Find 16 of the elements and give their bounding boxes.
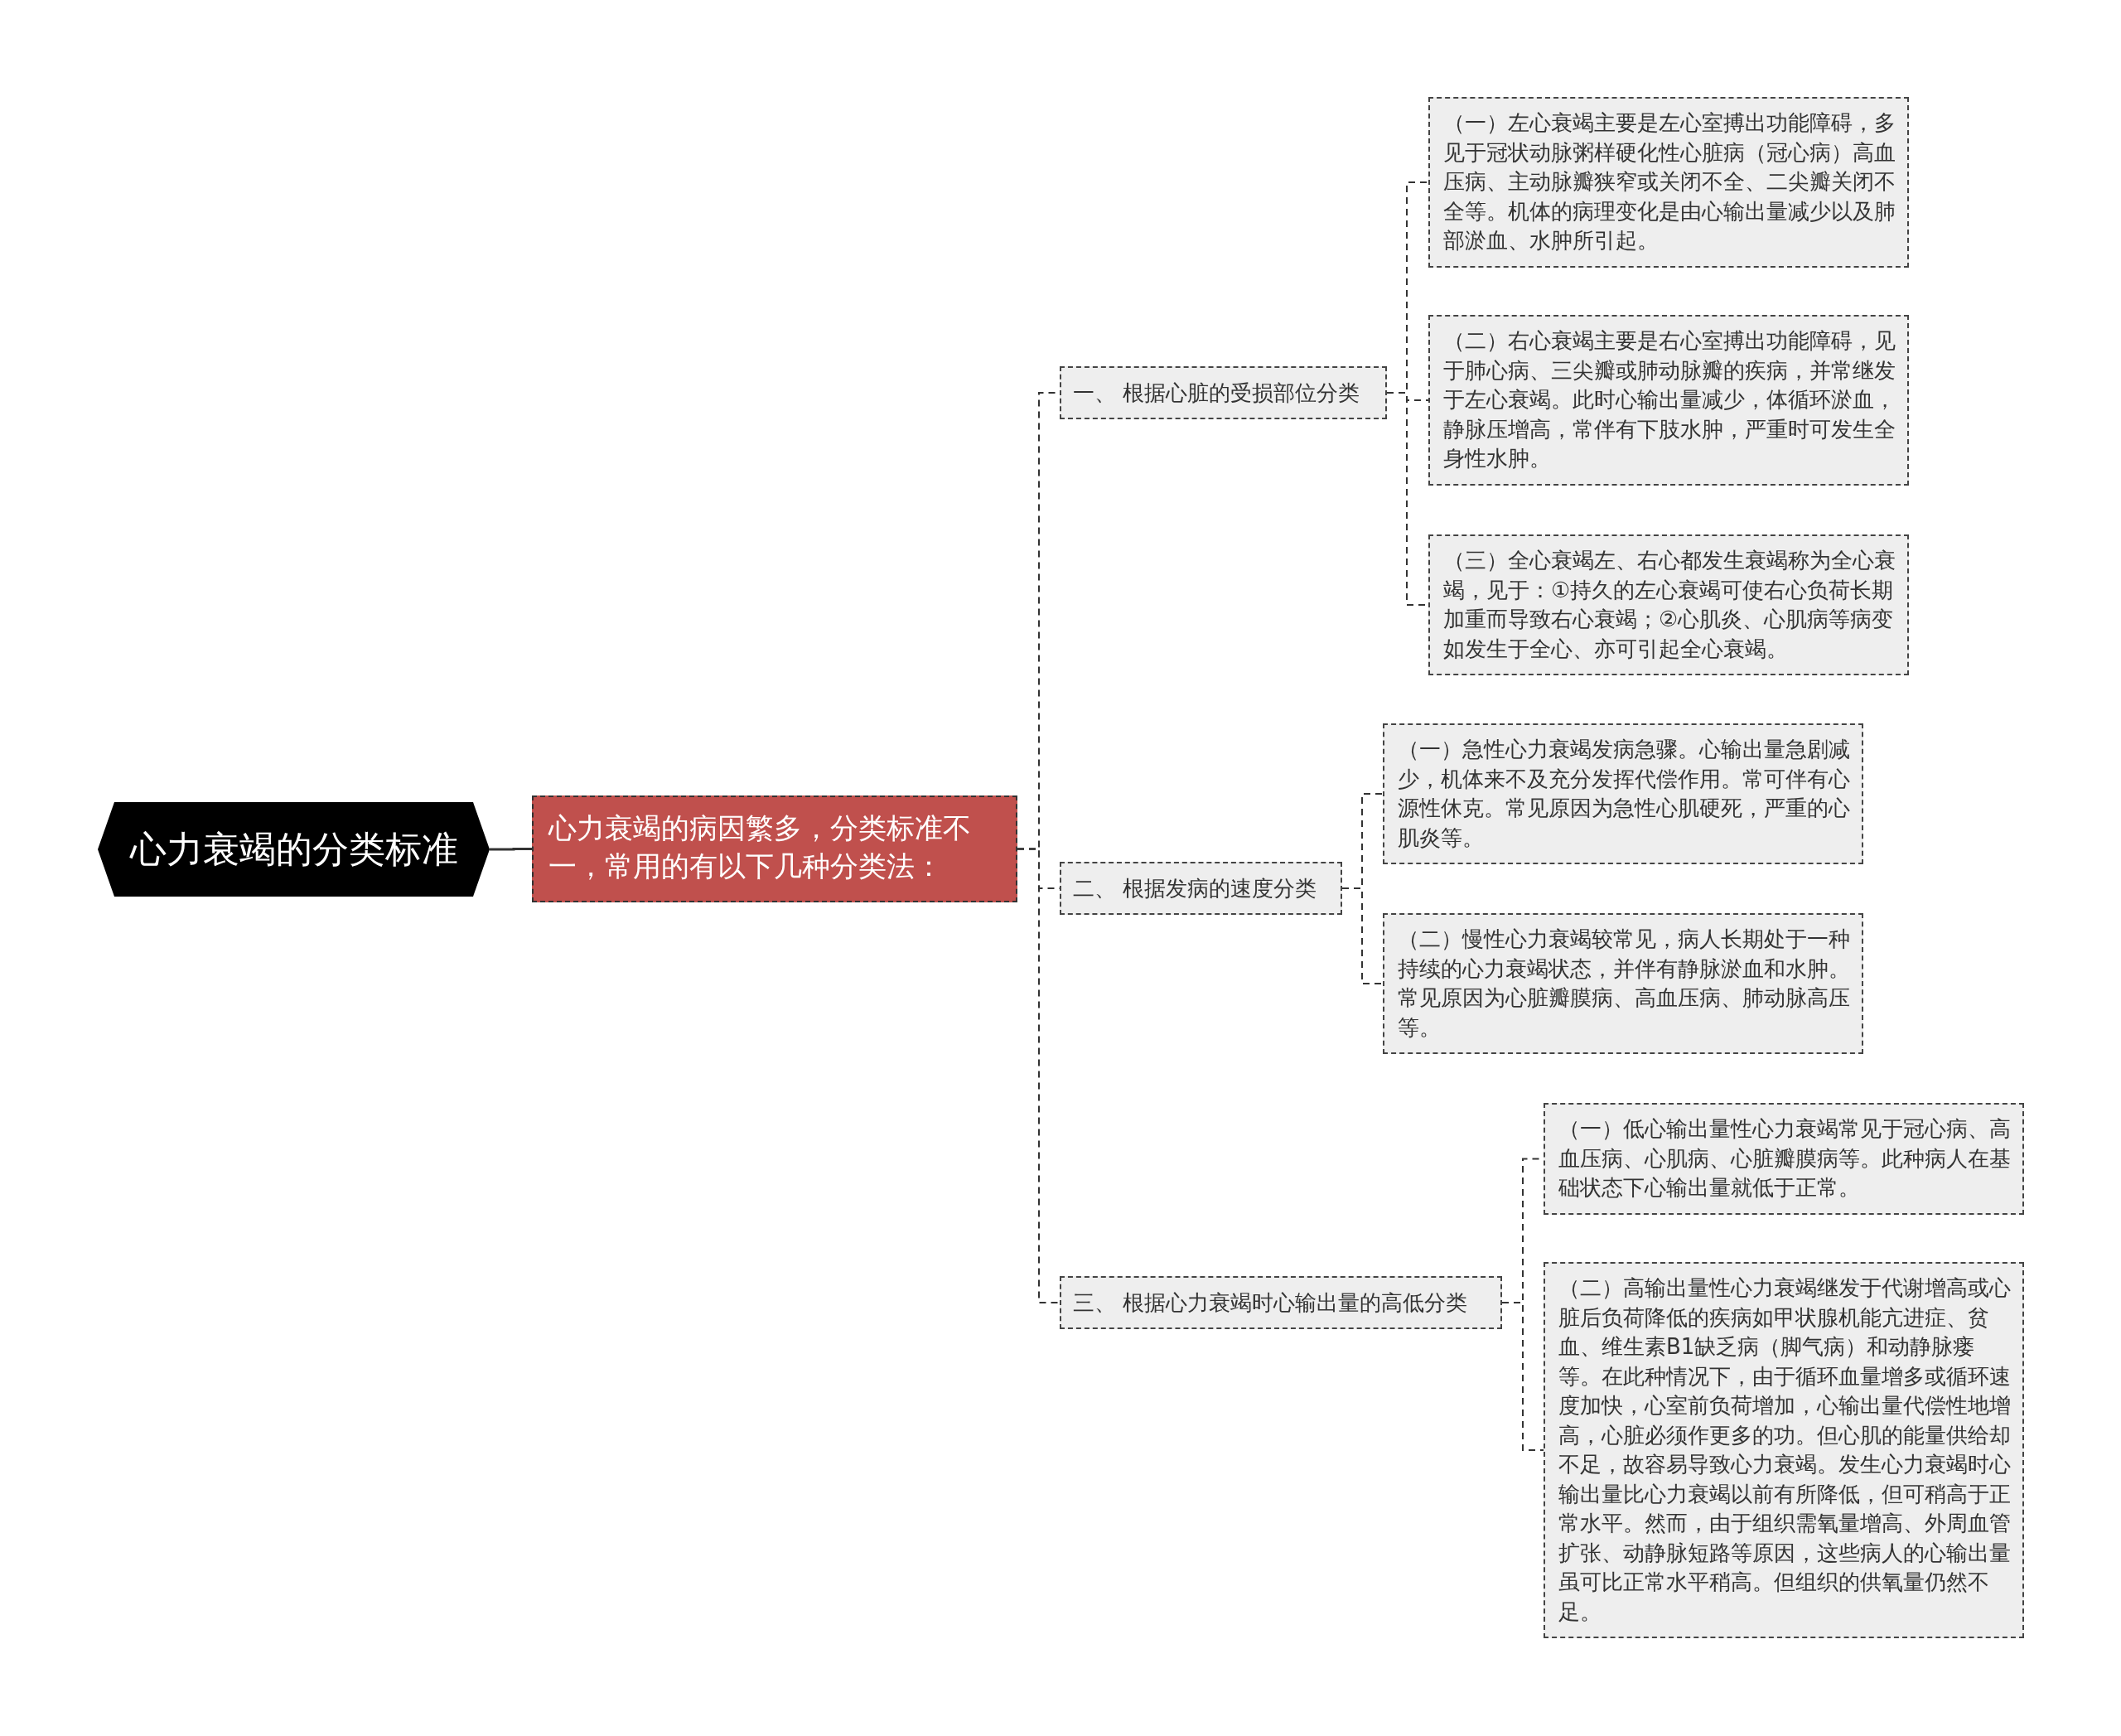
- topic-box: 心力衰竭的病因繁多，分类标准不一，常用的有以下几种分类法：: [532, 795, 1017, 902]
- text-box: （一）低心输出量性心力衰竭常见于冠心病、高血压病、心肌病、心脏瓣膜病等。此种病人在基础状态下心输出量就低于正常。: [1544, 1103, 2024, 1215]
- branch-box: 二、 根据发病的速度分类: [1060, 862, 1342, 915]
- text-box: （二）高输出量性心力衰竭继发于代谢增高或心脏后负荷降低的疾病如甲状腺机能亢进症、贫血、维生素B1缺乏病（脚气病）和动静脉瘘等。在此种情况下，由于循环血量增多或循环速度加快，心室前负荷增加，心输出量代偿性地增高，心脏必须作更多的功。但心肌的能量供给却不足，故容易导致心力衰竭。发生心力衰竭时心输出量比心力衰竭以前有所降低，但可稍高于正常水平。然而，由于组织需氧量增高、外周血管扩张、动静脉短路等原因，这些病人的心输出量虽可比正常水平稍高。但组织的供氧量仍然不足。: [1544, 1262, 2024, 1638]
- text-box: （二）慢性心力衰竭较常见，病人长期处于一种持续的心力衰竭状态，并伴有静脉淤血和水肿。常见原因为心脏瓣膜病、高血压病、肺动脉高压等。: [1383, 913, 1863, 1054]
- branch-box: 三、 根据心力衰竭时心输出量的高低分类: [1060, 1276, 1502, 1329]
- connector-line: [490, 848, 532, 851]
- branch-box: 一、 根据心脏的受损部位分类: [1060, 366, 1387, 419]
- connector-line: [1501, 1302, 1544, 1451]
- hexagon-node: 心力衰竭的分类标准: [98, 802, 490, 897]
- text-box: （一）左心衰竭主要是左心室搏出功能障碍，多见于冠状动脉粥样硬化性心脏病（冠心病）高血压病、主动脉瓣狭窄或关闭不全、二尖瓣关闭不全等。机体的病理变化是由心输出量减少以及肺部淤血、水肿所引起。: [1428, 97, 1909, 268]
- connector-line: [1017, 848, 1060, 1303]
- connector-line: [1341, 887, 1384, 984]
- text-box: （二）右心衰竭主要是右心室搏出功能障碍，见于肺心病、三尖瓣或肺动脉瓣的疾病，并常继发于左心衰竭。此时心输出量减少，体循环淤血，静脉压增高，常伴有下肢水肿，严重时可发生全身性水肿。: [1428, 315, 1909, 486]
- text-box: （三）全心衰竭左、右心都发生衰竭称为全心衰竭，见于：①持久的左心衰竭可使右心负荷长期加重而导致右心衰竭；②心肌炎、心肌病等病变如发生于全心、亦可引起全心衰竭。: [1428, 534, 1909, 675]
- text-box: （一）急性心力衰竭发病急骤。心输出量急剧减少，机体来不及充分发挥代偿作用。常可伴有心源性休克。常见原因为急性心肌硬死，严重的心肌炎等。: [1383, 723, 1863, 864]
